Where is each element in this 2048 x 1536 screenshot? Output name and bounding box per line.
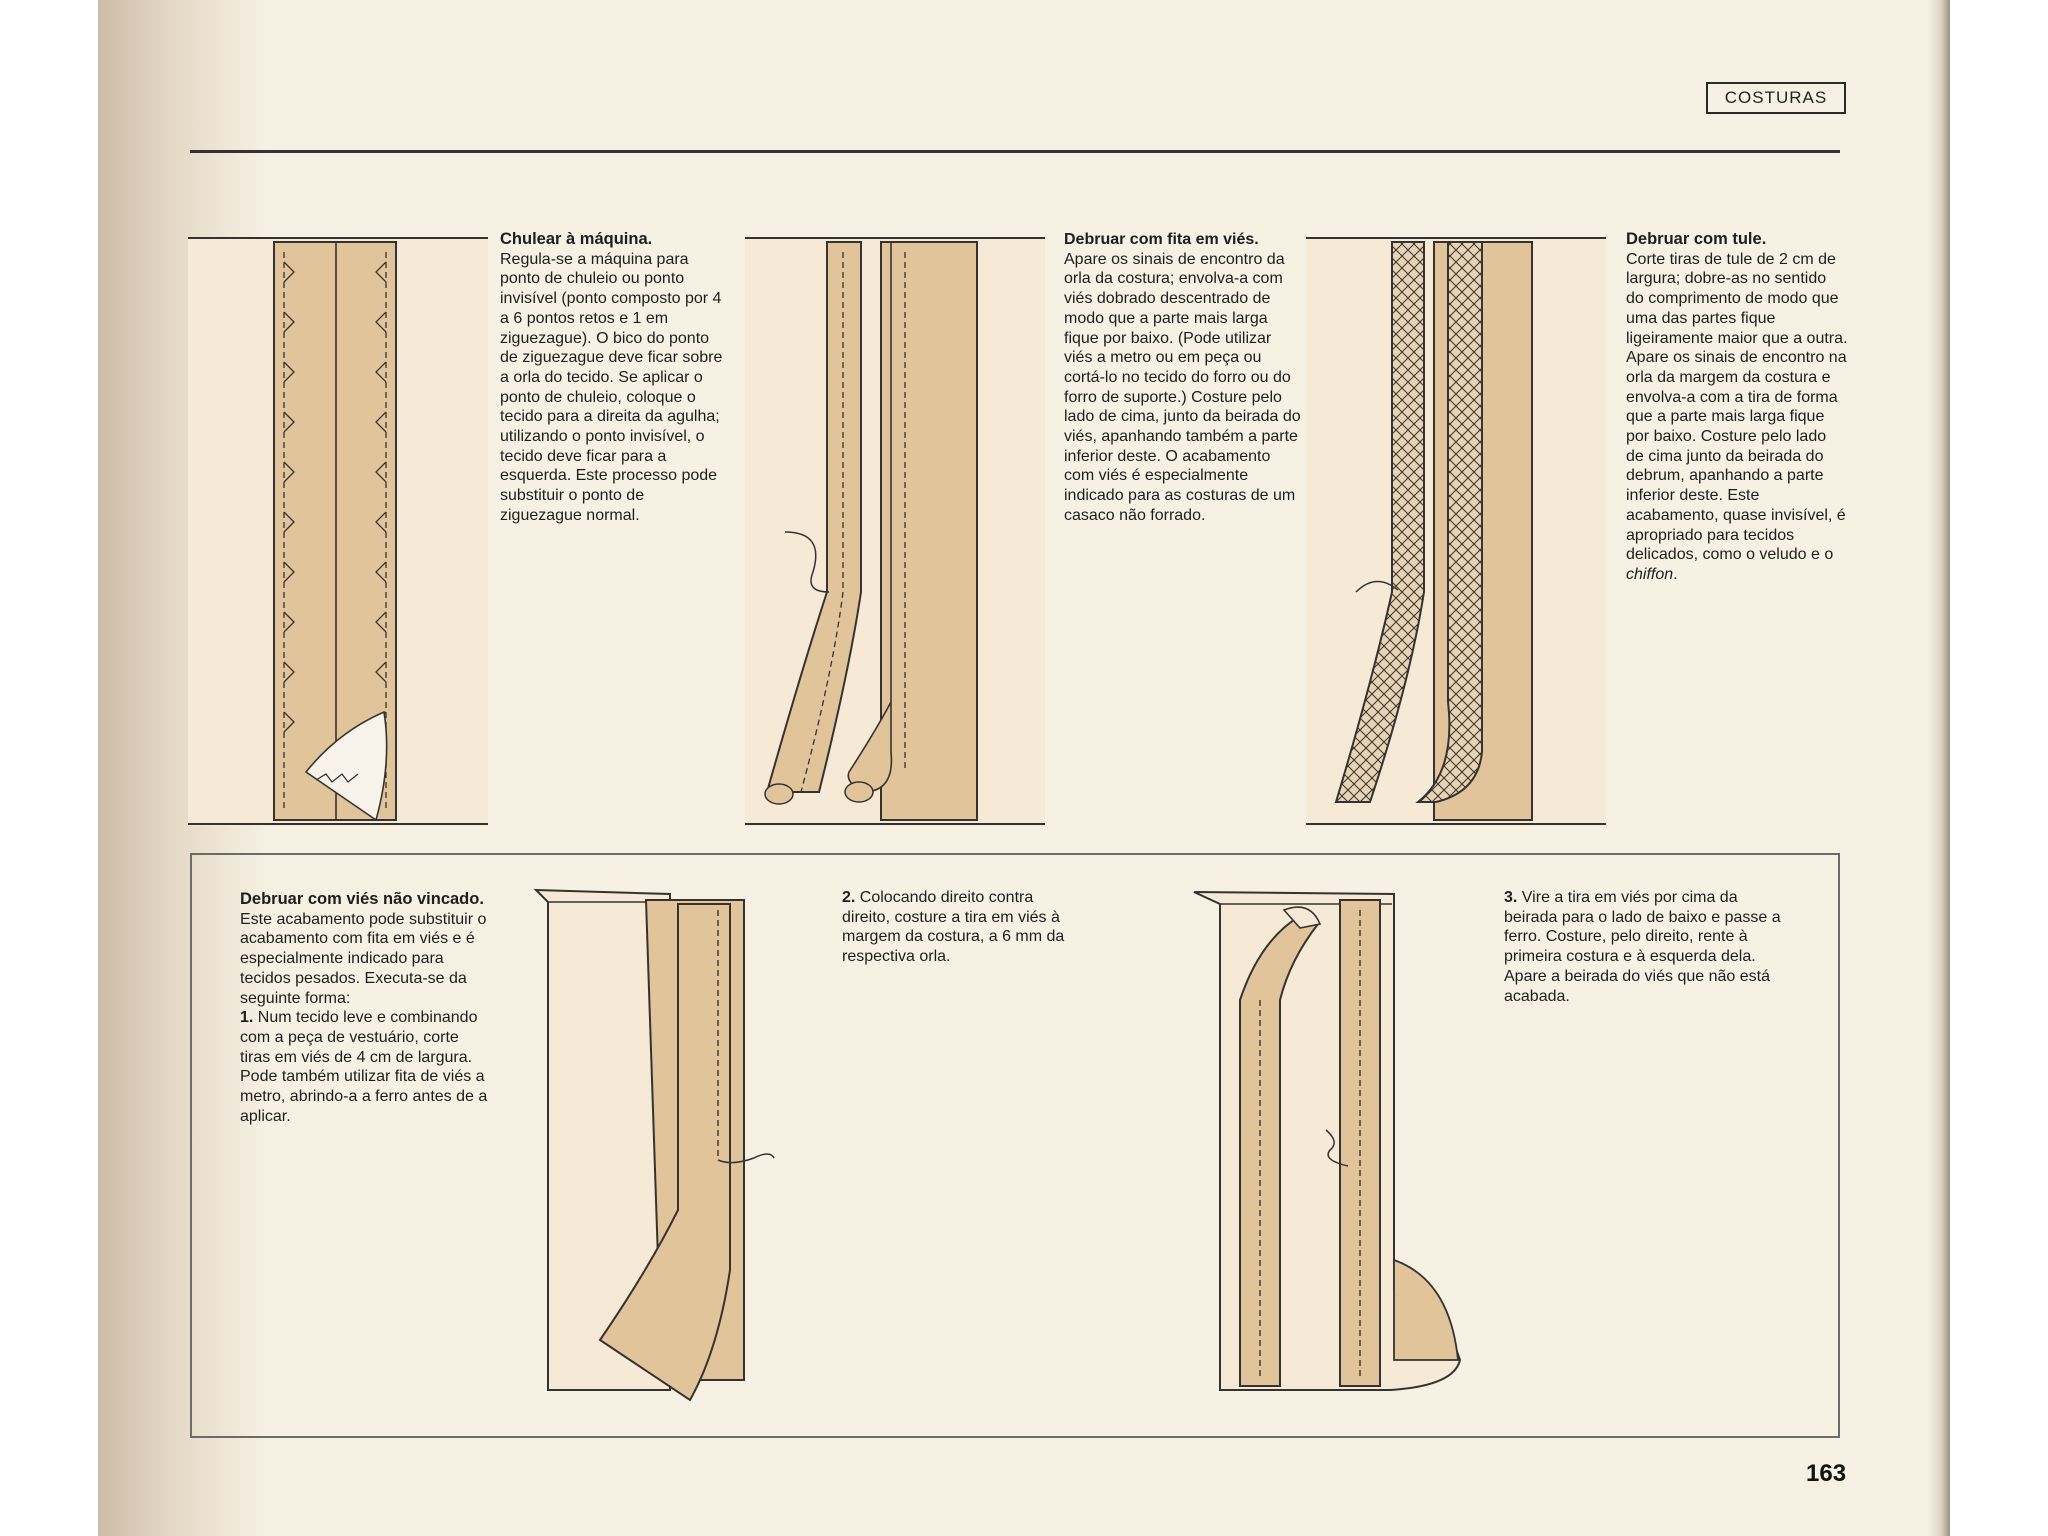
header-rule	[190, 150, 1840, 153]
book-page: COSTURAS Chulear à máquina. Regula-se a …	[98, 0, 1950, 1536]
illustration-fita-vies	[745, 232, 1045, 832]
panel-step3-body: Vire a tira em viés por cima da beirada …	[1504, 889, 1781, 1005]
section-fita-vies-body: Apare os sinais de encontro da orla da c…	[1064, 251, 1301, 524]
section-chulear-title: Chulear à máquina.	[500, 230, 726, 250]
panel-step1-text: Num tecido leve e combinando com a peça …	[240, 1009, 487, 1125]
page-number: 163	[1806, 1460, 1846, 1488]
section-chulear-body: Regula-se a máquina para ponto de chulei…	[500, 251, 722, 524]
panel-intro-text: Debruar com viés não vincado. Este acaba…	[240, 890, 490, 1126]
page-edge-shadow	[1928, 0, 1950, 1536]
section-chulear-text: Chulear à máquina. Regula-se a máquina p…	[500, 230, 726, 526]
illustration-tule	[1306, 232, 1606, 832]
section-tule-end: .	[1673, 566, 1677, 583]
panel-step3-number: 3.	[1504, 889, 1517, 906]
section-label: COSTURAS	[1706, 82, 1846, 114]
section-fita-vies-text: Debruar com fita em viés. Apare os sinai…	[1064, 230, 1304, 526]
section-tule-text: Debruar com tule. Corte tiras de tule de…	[1626, 230, 1848, 585]
panel-step1-number: 1.	[240, 1009, 253, 1026]
panel-title: Debruar com viés não vincado.	[240, 890, 490, 910]
panel-step3-text: 3. Vire a tira em viés por cima da beira…	[1504, 888, 1784, 1006]
section-tule-title: Debruar com tule.	[1626, 230, 1848, 250]
section-tule-italic: chiffon	[1626, 566, 1673, 583]
panel-step2-body: Colocando direito contra direito, costur…	[842, 889, 1064, 965]
panel-step2-number: 2.	[842, 889, 855, 906]
section-tule-body: Corte tiras de tule de 2 cm de largura; …	[1626, 251, 1847, 564]
panel-step2-text: 2. Colocando direito contra direito, cos…	[842, 888, 1082, 967]
panel-body: Este acabamento pode substituir o acabam…	[240, 911, 486, 1007]
illustration-step2	[518, 880, 798, 1400]
illustration-step3	[1180, 880, 1500, 1400]
section-fita-vies-title: Debruar com fita em viés.	[1064, 231, 1259, 248]
illustration-chulear	[188, 232, 488, 832]
